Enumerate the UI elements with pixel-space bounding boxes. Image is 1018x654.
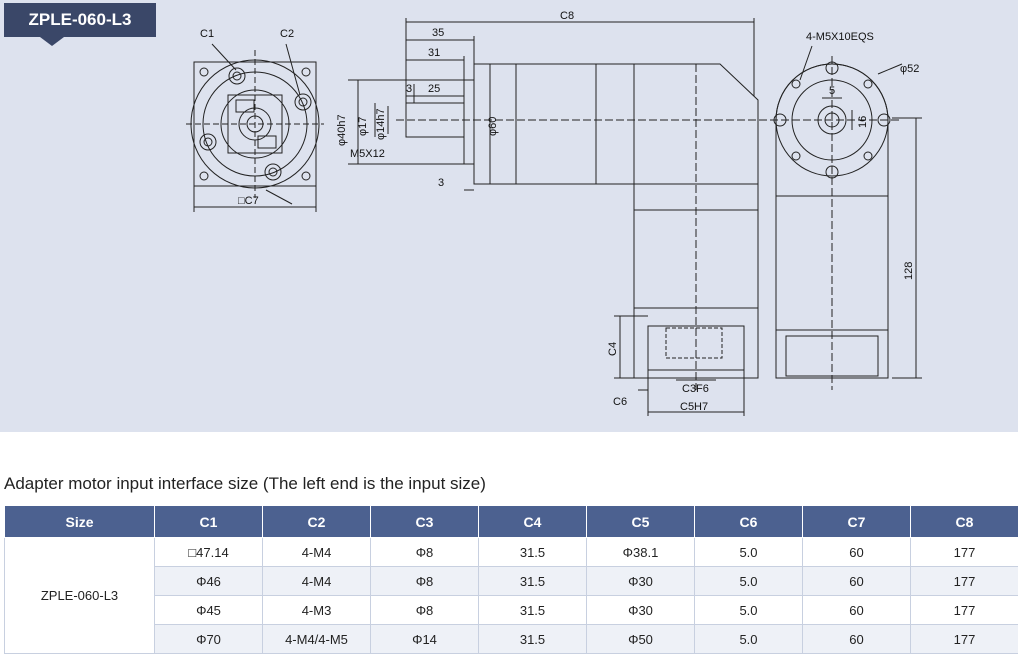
label-dim-31: 31 (428, 47, 440, 59)
table-cell: 5.0 (694, 624, 803, 654)
table-cell: 177 (910, 566, 1018, 596)
adapter-spec-table: Size C1 C2 C3 C4 C5 C6 C7 C8 ZPLE-060-L3… (4, 505, 1018, 654)
label-dim-25: 25 (428, 83, 440, 95)
header-size: Size (4, 505, 155, 538)
header-c8: C8 (910, 505, 1018, 538)
table-cell: 4-M4/4-M5 (262, 624, 371, 654)
table-cell: Φ45 (154, 595, 263, 625)
table-cell: 60 (802, 537, 911, 567)
table-cell: 60 (802, 595, 911, 625)
table-row: Φ70 4-M4/4-M5 Φ14 31.5 Φ50 5.0 60 177 (5, 624, 1018, 654)
side-view (348, 18, 770, 416)
model-tag: ZPLE-060-L3 (4, 3, 156, 37)
table-cell: Φ30 (586, 566, 695, 596)
table-cell: 4-M4 (262, 566, 371, 596)
model-tag-pointer (40, 37, 64, 46)
label-c3: C3F6 (682, 383, 709, 395)
header-c2: C2 (262, 505, 371, 538)
output-view (770, 45, 922, 390)
label-dim-35: 35 (432, 27, 444, 39)
label-c4: C4 (607, 342, 619, 356)
label-dim-128: 128 (903, 262, 915, 280)
table-cell: 5.0 (694, 537, 803, 567)
label-dim-16: 16 (857, 116, 869, 128)
table-cell: Φ50 (586, 624, 695, 654)
table-cell: 5.0 (694, 595, 803, 625)
table-cell: 31.5 (478, 624, 587, 654)
label-phi52: φ52 (900, 63, 919, 75)
header-c4: C4 (478, 505, 587, 538)
label-c2: C2 (280, 28, 294, 40)
table-cell: 31.5 (478, 566, 587, 596)
table-row: ZPLE-060-L3 □47.14 4-M4 Φ8 31.5 Φ38.1 5.… (4, 537, 1018, 654)
table-cell: Φ30 (586, 595, 695, 625)
table-cell: 5.0 (694, 566, 803, 596)
table-cell: 4-M4 (262, 537, 371, 567)
technical-drawing: C1 C2 □C7 35 31 25 3 3 C8 φ40h7 φ17 φ14h… (0, 0, 1018, 432)
label-bolt-pattern: 4-M5X10EQS (806, 31, 874, 43)
label-dim-5: 5 (829, 85, 835, 97)
front-flange-view (186, 43, 324, 212)
label-phi40: φ40h7 (336, 114, 348, 146)
header-c5: C5 (586, 505, 695, 538)
label-c1: C1 (200, 28, 214, 40)
table-cell: Φ8 (370, 566, 479, 596)
dimension-drawing-svg: C1 C2 □C7 35 31 25 3 3 C8 φ40h7 φ17 φ14h… (186, 10, 922, 416)
table-cell: 60 (802, 566, 911, 596)
table-cell: Φ8 (370, 595, 479, 625)
label-c6: C6 (613, 396, 627, 408)
table-cell: 31.5 (478, 595, 587, 625)
table-cell: 177 (910, 537, 1018, 567)
section-title: Adapter motor input interface size (The … (4, 474, 486, 493)
table-row: Φ45 4-M3 Φ8 31.5 Φ30 5.0 60 177 (5, 595, 1018, 625)
label-phi14: φ14h7 (375, 108, 387, 140)
label-c5: C5H7 (680, 401, 708, 413)
table-cell: 31.5 (478, 537, 587, 567)
header-c1: C1 (154, 505, 263, 538)
header-c7: C7 (802, 505, 911, 538)
table-row: Φ46 4-M4 Φ8 31.5 Φ30 5.0 60 177 (5, 566, 1018, 596)
table-cell: Φ46 (154, 566, 263, 596)
table-cell: Φ14 (370, 624, 479, 654)
label-dim-3-top: 3 (406, 83, 412, 95)
table-header-row: Size C1 C2 C3 C4 C5 C6 C7 C8 (4, 505, 1018, 538)
table-cell: Φ70 (154, 624, 263, 654)
table-cell: Φ38.1 (586, 537, 695, 567)
table-cell: 177 (910, 624, 1018, 654)
label-phi60: φ60 (487, 117, 499, 136)
table-cell: 4-M3 (262, 595, 371, 625)
label-phi17: φ17 (357, 117, 369, 136)
label-c7: □C7 (238, 195, 259, 207)
label-m5x12: M5X12 (350, 148, 385, 160)
label-dim-3-bottom: 3 (438, 177, 444, 189)
header-c6: C6 (694, 505, 803, 538)
table-cell: 177 (910, 595, 1018, 625)
header-c3: C3 (370, 505, 479, 538)
table-cell: □47.14 (154, 537, 263, 567)
table-cell: 60 (802, 624, 911, 654)
table-cell: Φ8 (370, 537, 479, 567)
size-cell: ZPLE-060-L3 (4, 537, 155, 654)
label-c8: C8 (560, 10, 574, 22)
